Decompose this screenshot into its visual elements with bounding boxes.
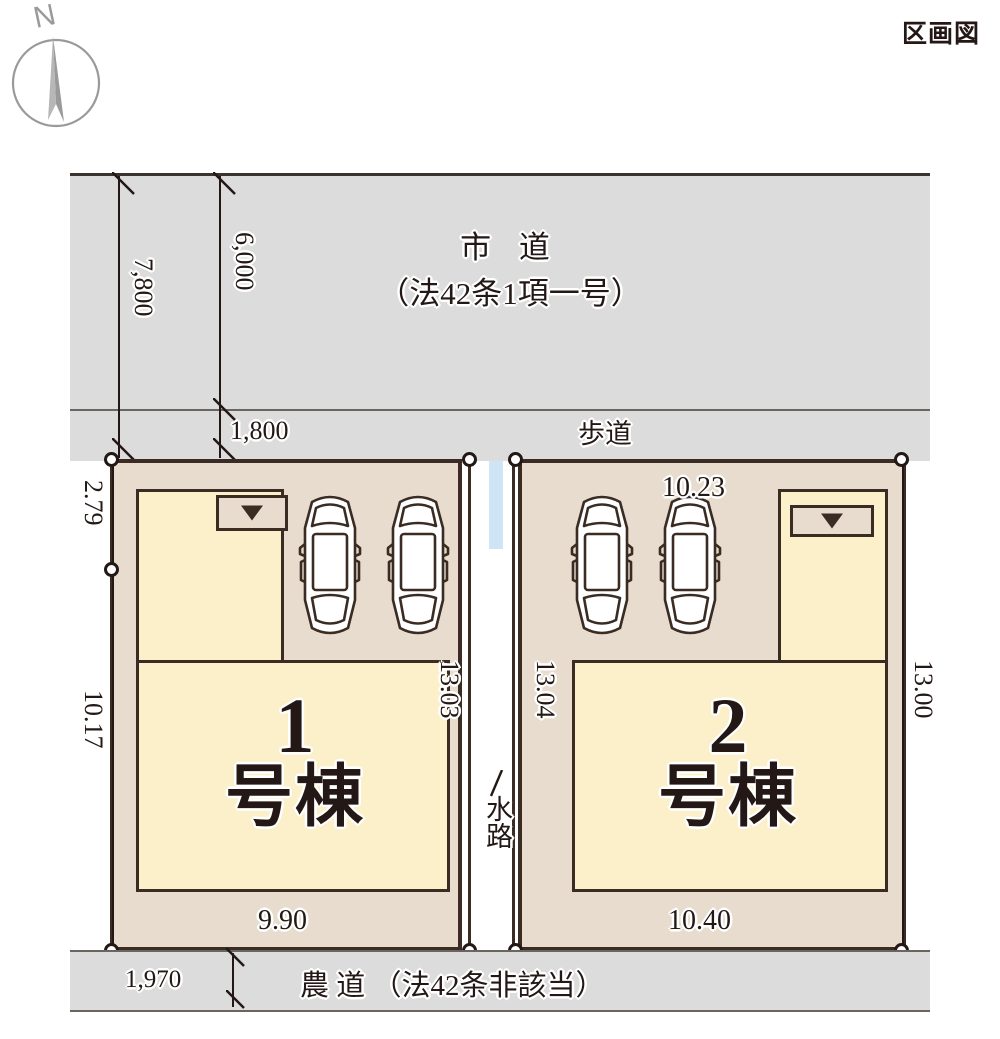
waterway-channel-bottom bbox=[480, 549, 506, 949]
plot-1-suffix: 号棟 bbox=[224, 759, 365, 836]
plot-1-label: 1 号棟 bbox=[180, 682, 410, 836]
dim-road-carriageway-width: 6,000 bbox=[230, 232, 259, 291]
south-farm-road-area bbox=[70, 950, 930, 1012]
svg-text:N: N bbox=[31, 0, 59, 35]
plot-1-car-2 bbox=[386, 488, 450, 645]
waterway-edge-left bbox=[468, 459, 471, 951]
plot-1-number: 1 bbox=[275, 682, 315, 769]
dim-line-7800 bbox=[118, 176, 120, 458]
north-road-name: 市 道 bbox=[460, 230, 560, 265]
dim-tick bbox=[212, 437, 239, 469]
north-road-spec: （法42条1項一号） bbox=[378, 276, 642, 311]
plot-2-suffix: 号棟 bbox=[657, 759, 798, 836]
dim-tick bbox=[212, 397, 239, 429]
plot-1-car-1 bbox=[298, 488, 362, 645]
waterway-edge-right bbox=[512, 459, 515, 951]
sidewalk-label: 歩道 bbox=[578, 419, 632, 449]
dim-road-total-width: 7,800 bbox=[129, 258, 158, 317]
plot-2-label: 2 号棟 bbox=[610, 682, 846, 836]
plot-1-house-lower bbox=[136, 660, 450, 892]
entrance-triangle-icon bbox=[821, 513, 843, 529]
boundary-marker bbox=[508, 452, 523, 467]
waterway-label: 水路 bbox=[482, 795, 512, 849]
dim-plot1-west-lower: 10.17 bbox=[79, 690, 108, 749]
dim-plot2-east: 13.00 bbox=[909, 660, 938, 719]
dim-tick bbox=[225, 989, 248, 1017]
dim-plot2-north: 10.23 bbox=[662, 472, 725, 503]
dim-line-plot1-west bbox=[112, 462, 114, 950]
boundary-marker bbox=[462, 452, 477, 467]
plot-1-entrance-marker bbox=[216, 495, 288, 531]
dim-farm-road-width: 1,970 bbox=[125, 966, 182, 993]
plot-2-number: 2 bbox=[708, 682, 748, 769]
compass-north-icon: N bbox=[8, 0, 128, 150]
dim-line-6000 bbox=[219, 176, 221, 458]
dim-plot2-south: 10.40 bbox=[668, 905, 731, 936]
dim-line-farm-road bbox=[232, 953, 234, 1007]
dim-line-plot2-east bbox=[902, 462, 904, 950]
boundary-marker bbox=[104, 562, 119, 577]
plot-2-car-2 bbox=[658, 488, 722, 645]
sidewalk-area bbox=[70, 409, 930, 461]
plot-2-car-1 bbox=[570, 488, 634, 645]
boundary-marker bbox=[894, 452, 909, 467]
dim-plot1-west-upper: 2.79 bbox=[79, 480, 108, 526]
waterway-leader-line bbox=[489, 769, 505, 805]
dim-tick bbox=[225, 947, 248, 975]
dim-tick bbox=[212, 171, 239, 203]
dim-plot1-south: 9.90 bbox=[258, 905, 307, 936]
dim-plot2-west: 13.04 bbox=[531, 660, 560, 719]
plot-2-house-lower bbox=[572, 660, 888, 892]
dim-tick bbox=[111, 171, 138, 203]
dim-tick bbox=[111, 437, 138, 469]
north-road-area bbox=[70, 173, 930, 412]
entrance-triangle-icon bbox=[241, 505, 263, 521]
south-farm-road-name: 農 道 （法42条非該当） bbox=[300, 970, 605, 1002]
dim-sidewalk-width: 1,800 bbox=[230, 416, 289, 445]
dim-plot1-east: 13.03 bbox=[435, 660, 464, 719]
boundary-marker bbox=[104, 452, 119, 467]
plot-2-entrance-marker bbox=[790, 505, 874, 537]
page-title: 区画図 bbox=[901, 19, 980, 48]
